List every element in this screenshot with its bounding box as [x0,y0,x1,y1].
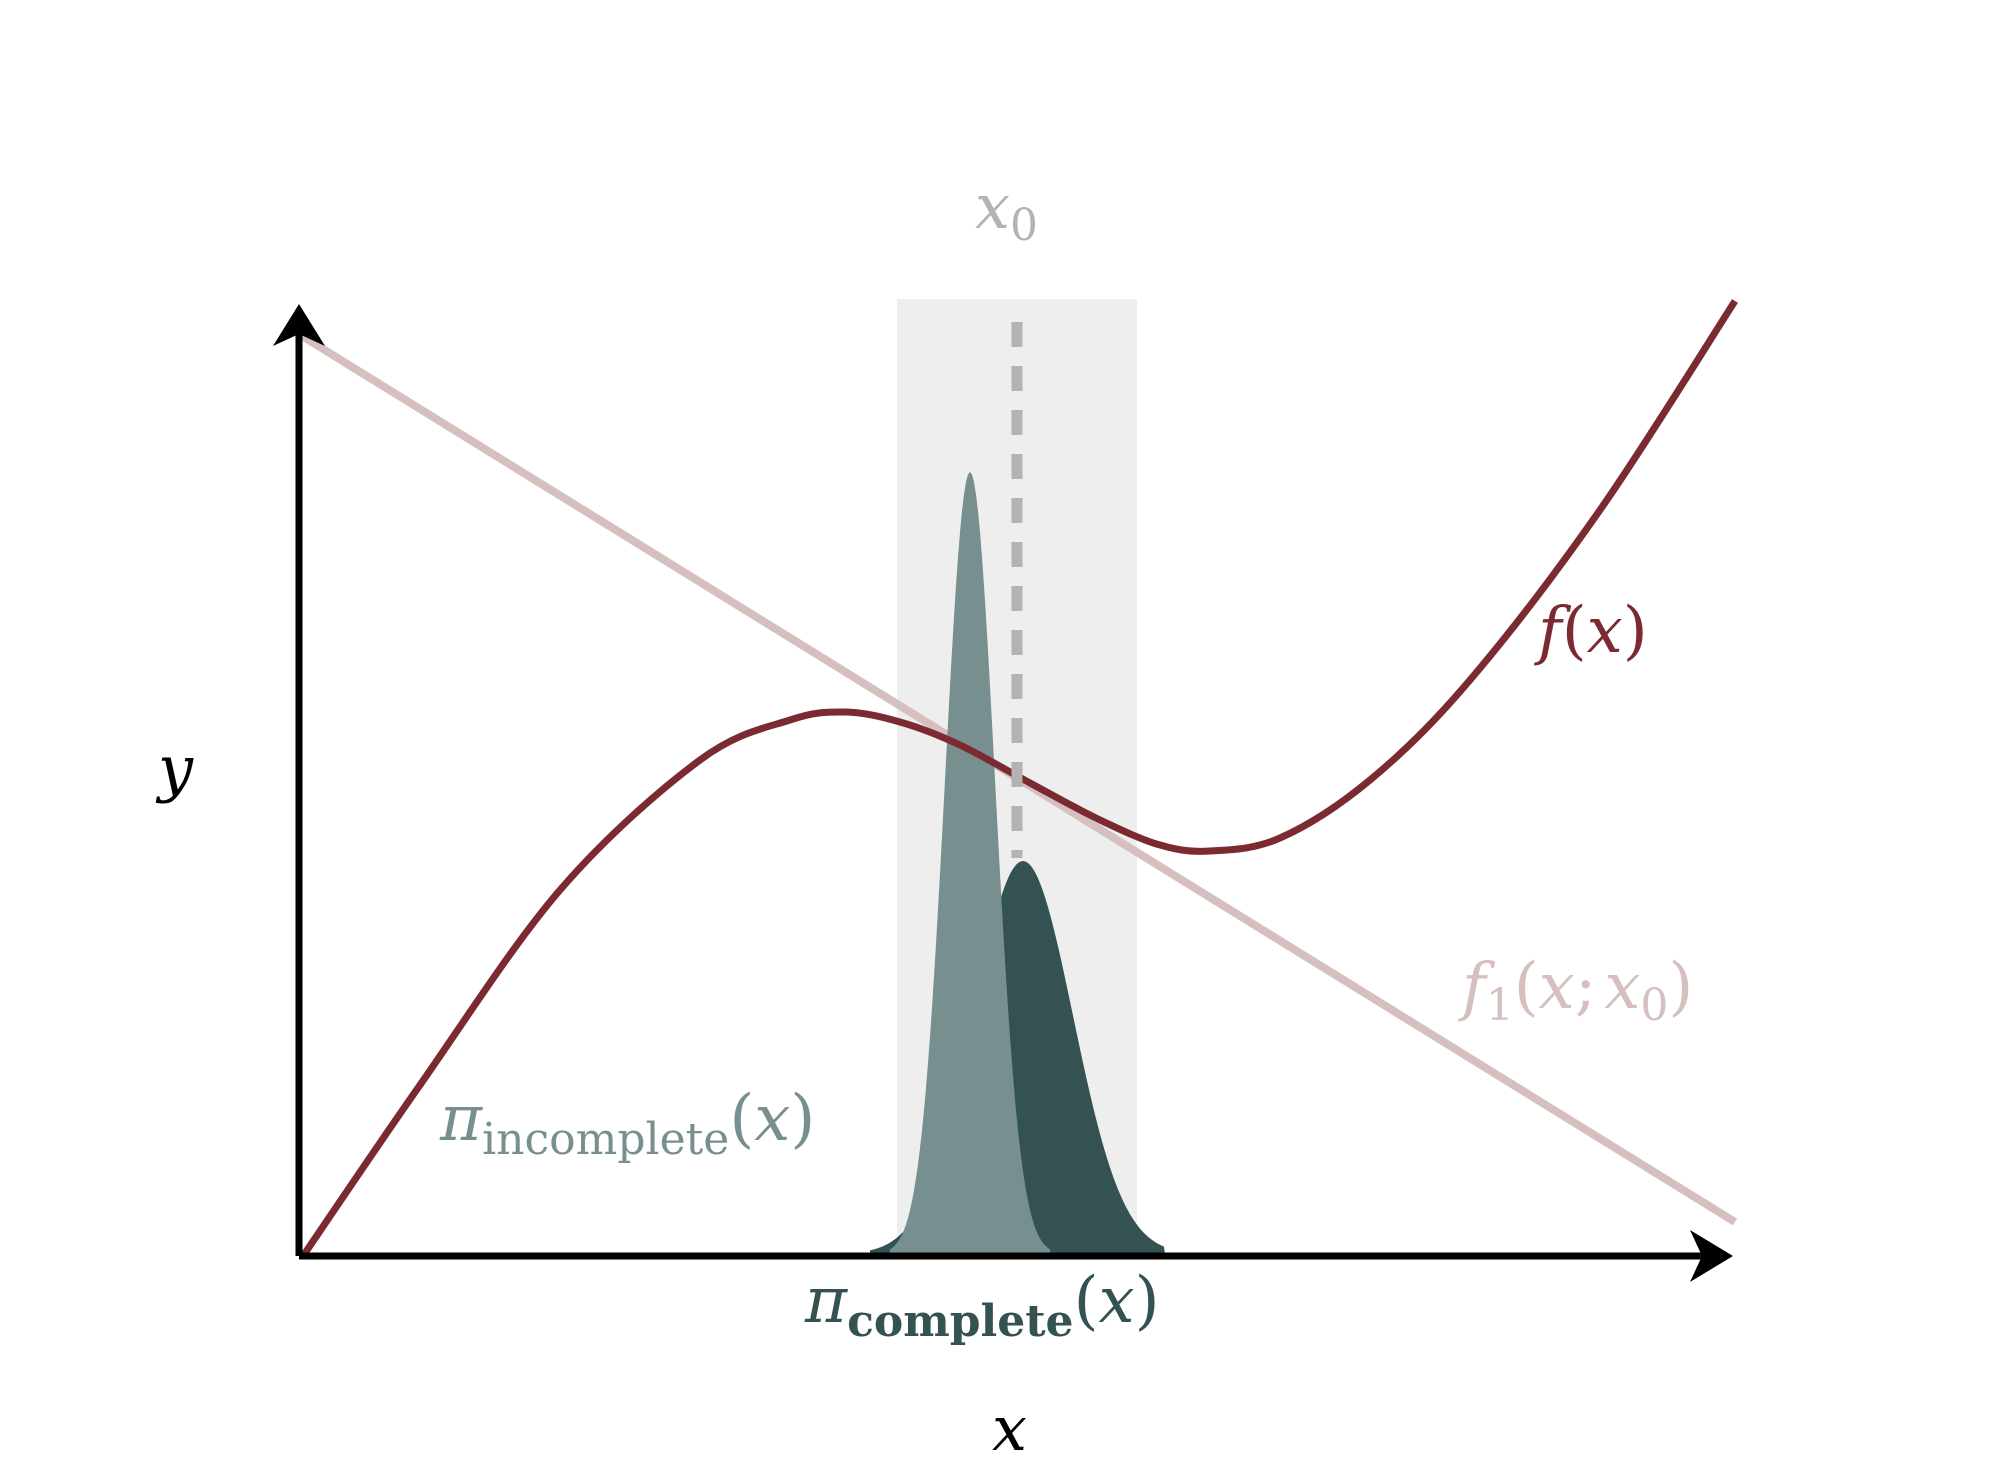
f1-label-close: ) [1668,950,1693,1024]
x0-label-sub: 0 [1010,200,1038,251]
arrowhead-up-icon [273,304,325,346]
f1-label-sep: ; [1575,950,1597,1024]
x0-label: x0 [975,170,1038,251]
f1-label-arg2: x [1604,950,1640,1024]
pi-complete-arg: x [1099,1264,1135,1338]
y-axis-label: y [155,732,194,805]
pi-complete-label: πcomplete(x) [804,1264,1160,1347]
pi-complete-close: ) [1135,1264,1160,1338]
x0-label-base: x [975,170,1010,243]
pi-incomplete-close: ) [790,1082,815,1156]
arrowhead-right-icon [1690,1230,1733,1282]
pi-incomplete-open: ( [729,1082,754,1156]
f-label-open: ( [1562,594,1587,668]
pi-incomplete-symbol: π [439,1082,483,1156]
pi-incomplete-sub: incomplete [482,1114,729,1165]
f-label: f(x) [1534,594,1648,668]
f1-label-open: ( [1514,950,1539,1024]
f1-label-arg1: x [1539,950,1575,1024]
pi-complete-open: ( [1074,1264,1099,1338]
f-label-close: ) [1623,594,1648,668]
pi-complete-sub: complete [847,1296,1074,1347]
f1-label: f1(x;x0) [1458,950,1693,1031]
f1-label-sub: 1 [1486,980,1514,1031]
pi-complete-symbol: π [804,1264,848,1338]
function-curve-f [300,299,1738,1258]
pi-incomplete-label: πincomplete(x) [439,1082,815,1165]
pi-incomplete-arg: x [754,1082,790,1156]
pi-incomplete-density [890,472,1050,1254]
x-axis-label: x [992,1392,1027,1465]
f-label-arg: x [1587,594,1623,668]
f1-label-arg2-sub: 0 [1640,980,1668,1031]
